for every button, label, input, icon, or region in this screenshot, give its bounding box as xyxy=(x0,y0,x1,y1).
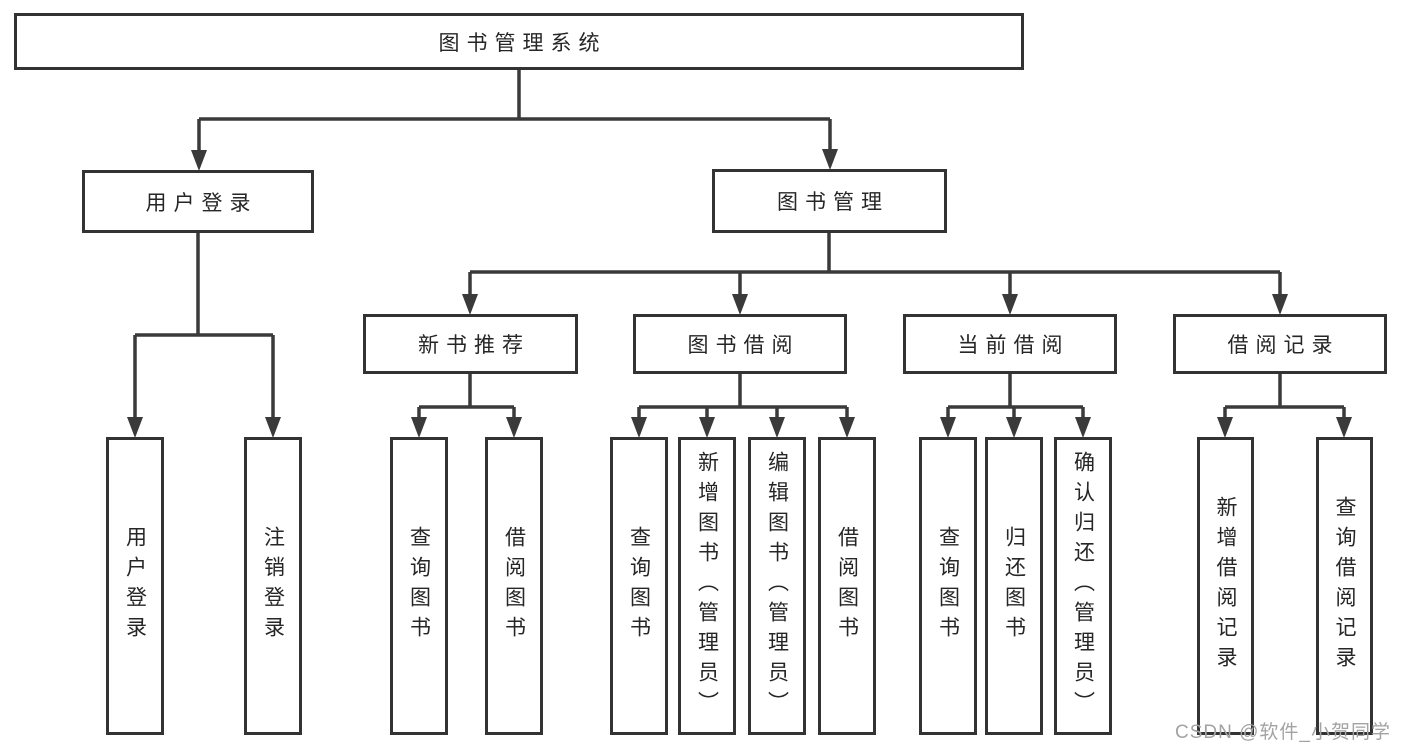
connector-currentborrow-to-leaves xyxy=(940,374,1091,438)
leaf-query-books-current-label: 查询图书 xyxy=(936,526,960,646)
node-library-system: 图书管理系统 xyxy=(14,13,1024,70)
leaf-borrow-books-recommend: 借阅图书 xyxy=(485,437,543,735)
leaf-borrow-books-borrow-label: 借阅图书 xyxy=(835,526,859,646)
connector-userlogin-to-leaves xyxy=(127,233,281,438)
leaf-add-books-admin: 新增图书（管理员） xyxy=(678,437,736,735)
node-user-login: 用户登录 xyxy=(82,170,314,233)
node-book-borrowing-label: 图书借阅 xyxy=(687,334,800,357)
leaf-query-books-borrow-label: 查询图书 xyxy=(627,526,651,646)
connector-root-to-level1 xyxy=(191,70,838,171)
node-borrow-records: 借阅记录 xyxy=(1173,314,1387,374)
leaf-query-books-recommend-label: 查询图书 xyxy=(407,526,431,646)
leaf-logout: 注销登录 xyxy=(244,437,302,735)
node-library-system-label: 图书管理系统 xyxy=(438,31,607,55)
leaf-edit-books-admin-label: 编辑图书（管理员） xyxy=(765,451,789,721)
leaf-add-borrow-record: 新增借阅记录 xyxy=(1197,437,1254,735)
node-borrow-records-label: 借阅记录 xyxy=(1227,334,1340,357)
connector-bookmgmt-to-level2 xyxy=(462,233,1288,315)
connector-borrowrecords-to-leaves xyxy=(1217,374,1352,438)
connector-newbookrec-to-leaves xyxy=(411,374,522,438)
leaf-return-books-label: 归还图书 xyxy=(1002,526,1026,646)
node-current-borrowing-label: 当前借阅 xyxy=(957,334,1070,357)
leaf-query-books-borrow: 查询图书 xyxy=(610,437,668,735)
leaf-borrow-books-recommend-label: 借阅图书 xyxy=(502,526,526,646)
node-book-borrowing: 图书借阅 xyxy=(633,314,847,374)
leaf-query-books-current: 查询图书 xyxy=(919,437,977,735)
node-current-borrowing: 当前借阅 xyxy=(903,314,1117,374)
leaf-confirm-return-admin: 确认归还（管理员） xyxy=(1054,437,1112,735)
leaf-add-borrow-record-label: 新增借阅记录 xyxy=(1214,496,1237,676)
leaf-edit-books-admin: 编辑图书（管理员） xyxy=(748,437,806,735)
leaf-query-borrow-record: 查询借阅记录 xyxy=(1316,437,1373,735)
node-book-management-label: 图书管理 xyxy=(777,191,889,214)
leaf-user-login: 用户登录 xyxy=(106,437,164,735)
leaf-borrow-books-borrow: 借阅图书 xyxy=(818,437,876,735)
leaf-user-login-label: 用户登录 xyxy=(123,526,147,646)
leaf-confirm-return-admin-label: 确认归还（管理员） xyxy=(1071,451,1095,721)
leaf-query-borrow-record-label: 查询借阅记录 xyxy=(1333,496,1356,676)
node-new-book-recommend: 新书推荐 xyxy=(363,314,578,374)
leaf-logout-label: 注销登录 xyxy=(261,526,285,646)
node-user-login-label: 用户登录 xyxy=(145,191,258,215)
connector-bookborrow-to-leaves xyxy=(631,374,855,438)
watermark: CSDN @软件_小贺同学 xyxy=(1175,722,1391,743)
node-new-book-recommend-label: 新书推荐 xyxy=(418,334,530,357)
leaf-query-books-recommend: 查询图书 xyxy=(390,437,448,735)
leaf-add-books-admin-label: 新增图书（管理员） xyxy=(695,451,719,721)
node-book-management: 图书管理 xyxy=(712,169,947,233)
leaf-return-books: 归还图书 xyxy=(985,437,1043,735)
